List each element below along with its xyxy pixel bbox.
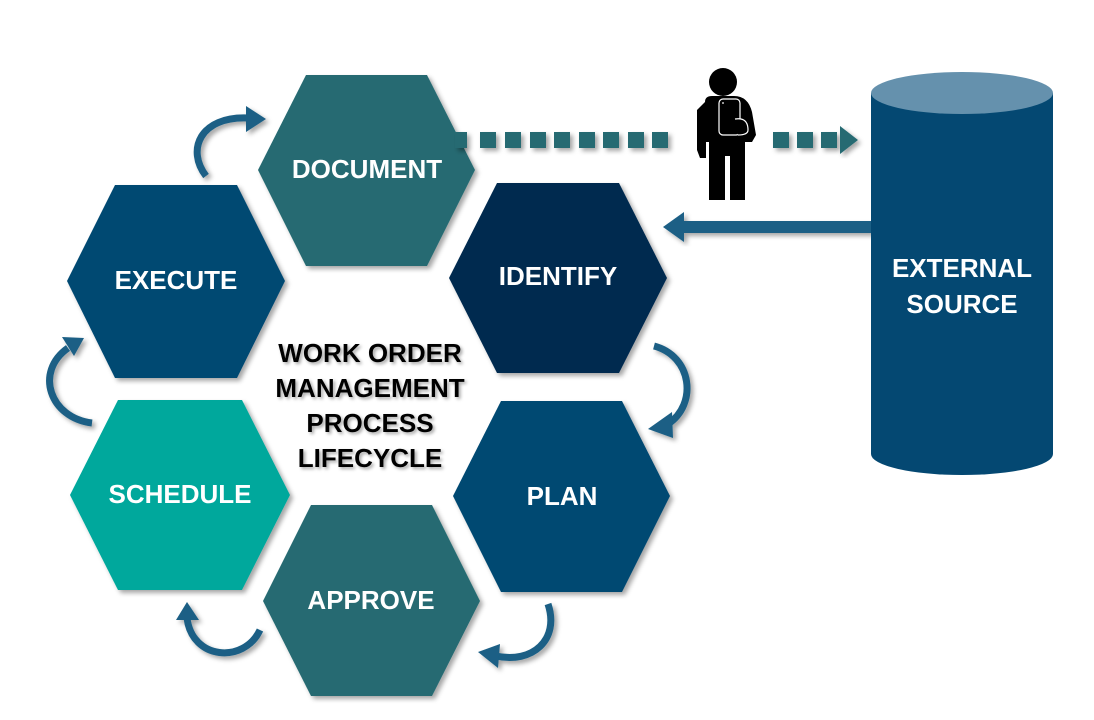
external-source-database: EXTERNAL SOURCE xyxy=(871,72,1053,475)
hexagon-document xyxy=(258,75,475,266)
hexagon-execute xyxy=(67,185,285,378)
stage-label-execute: EXECUTE xyxy=(115,265,238,295)
cylinder-top xyxy=(871,72,1053,114)
cylinder-body xyxy=(871,93,1053,475)
title-line-4: LIFECYCLE xyxy=(298,443,442,473)
person-with-tablet-icon xyxy=(697,68,756,200)
hexagon-schedule xyxy=(70,400,290,590)
curved-arrow-approve-to-schedule xyxy=(176,602,264,657)
title-line-2: MANAGEMENT xyxy=(275,373,464,403)
stage-execute: EXECUTE xyxy=(67,185,285,378)
curved-arrow-schedule-to-execute xyxy=(46,337,93,427)
stage-plan: PLAN xyxy=(453,401,670,592)
hexagon-plan xyxy=(453,401,670,592)
stage-label-document: DOCUMENT xyxy=(292,154,442,184)
stage-label-identify: IDENTIFY xyxy=(499,261,617,291)
hexagon-identify xyxy=(449,183,667,373)
stage-approve: APPROVE xyxy=(263,505,480,696)
curved-arrow-plan-to-approve xyxy=(478,602,555,668)
external-source-label-line-2: SOURCE xyxy=(906,289,1017,319)
stage-label-plan: PLAN xyxy=(527,481,598,511)
diagram-title: WORK ORDER MANAGEMENT PROCESS LIFECYCLE xyxy=(275,338,464,473)
dashed-arrow-document-to-external-source xyxy=(455,126,858,154)
stage-label-schedule: SCHEDULE xyxy=(108,479,251,509)
stage-identify: IDENTIFY xyxy=(449,183,667,373)
stage-schedule: SCHEDULE xyxy=(70,400,290,590)
curved-arrow-execute-to-document xyxy=(193,106,266,179)
arrow-external-source-to-identify xyxy=(663,212,875,242)
title-line-3: PROCESS xyxy=(306,408,433,438)
cycle-arrows xyxy=(46,106,691,668)
curved-arrow-identify-to-plan xyxy=(648,342,691,438)
external-source-label-line-1: EXTERNAL xyxy=(892,253,1032,283)
hexagon-approve xyxy=(263,505,480,696)
stage-document: DOCUMENT xyxy=(258,75,475,266)
title-line-1: WORK ORDER xyxy=(278,338,462,368)
stage-label-approve: APPROVE xyxy=(307,585,434,615)
